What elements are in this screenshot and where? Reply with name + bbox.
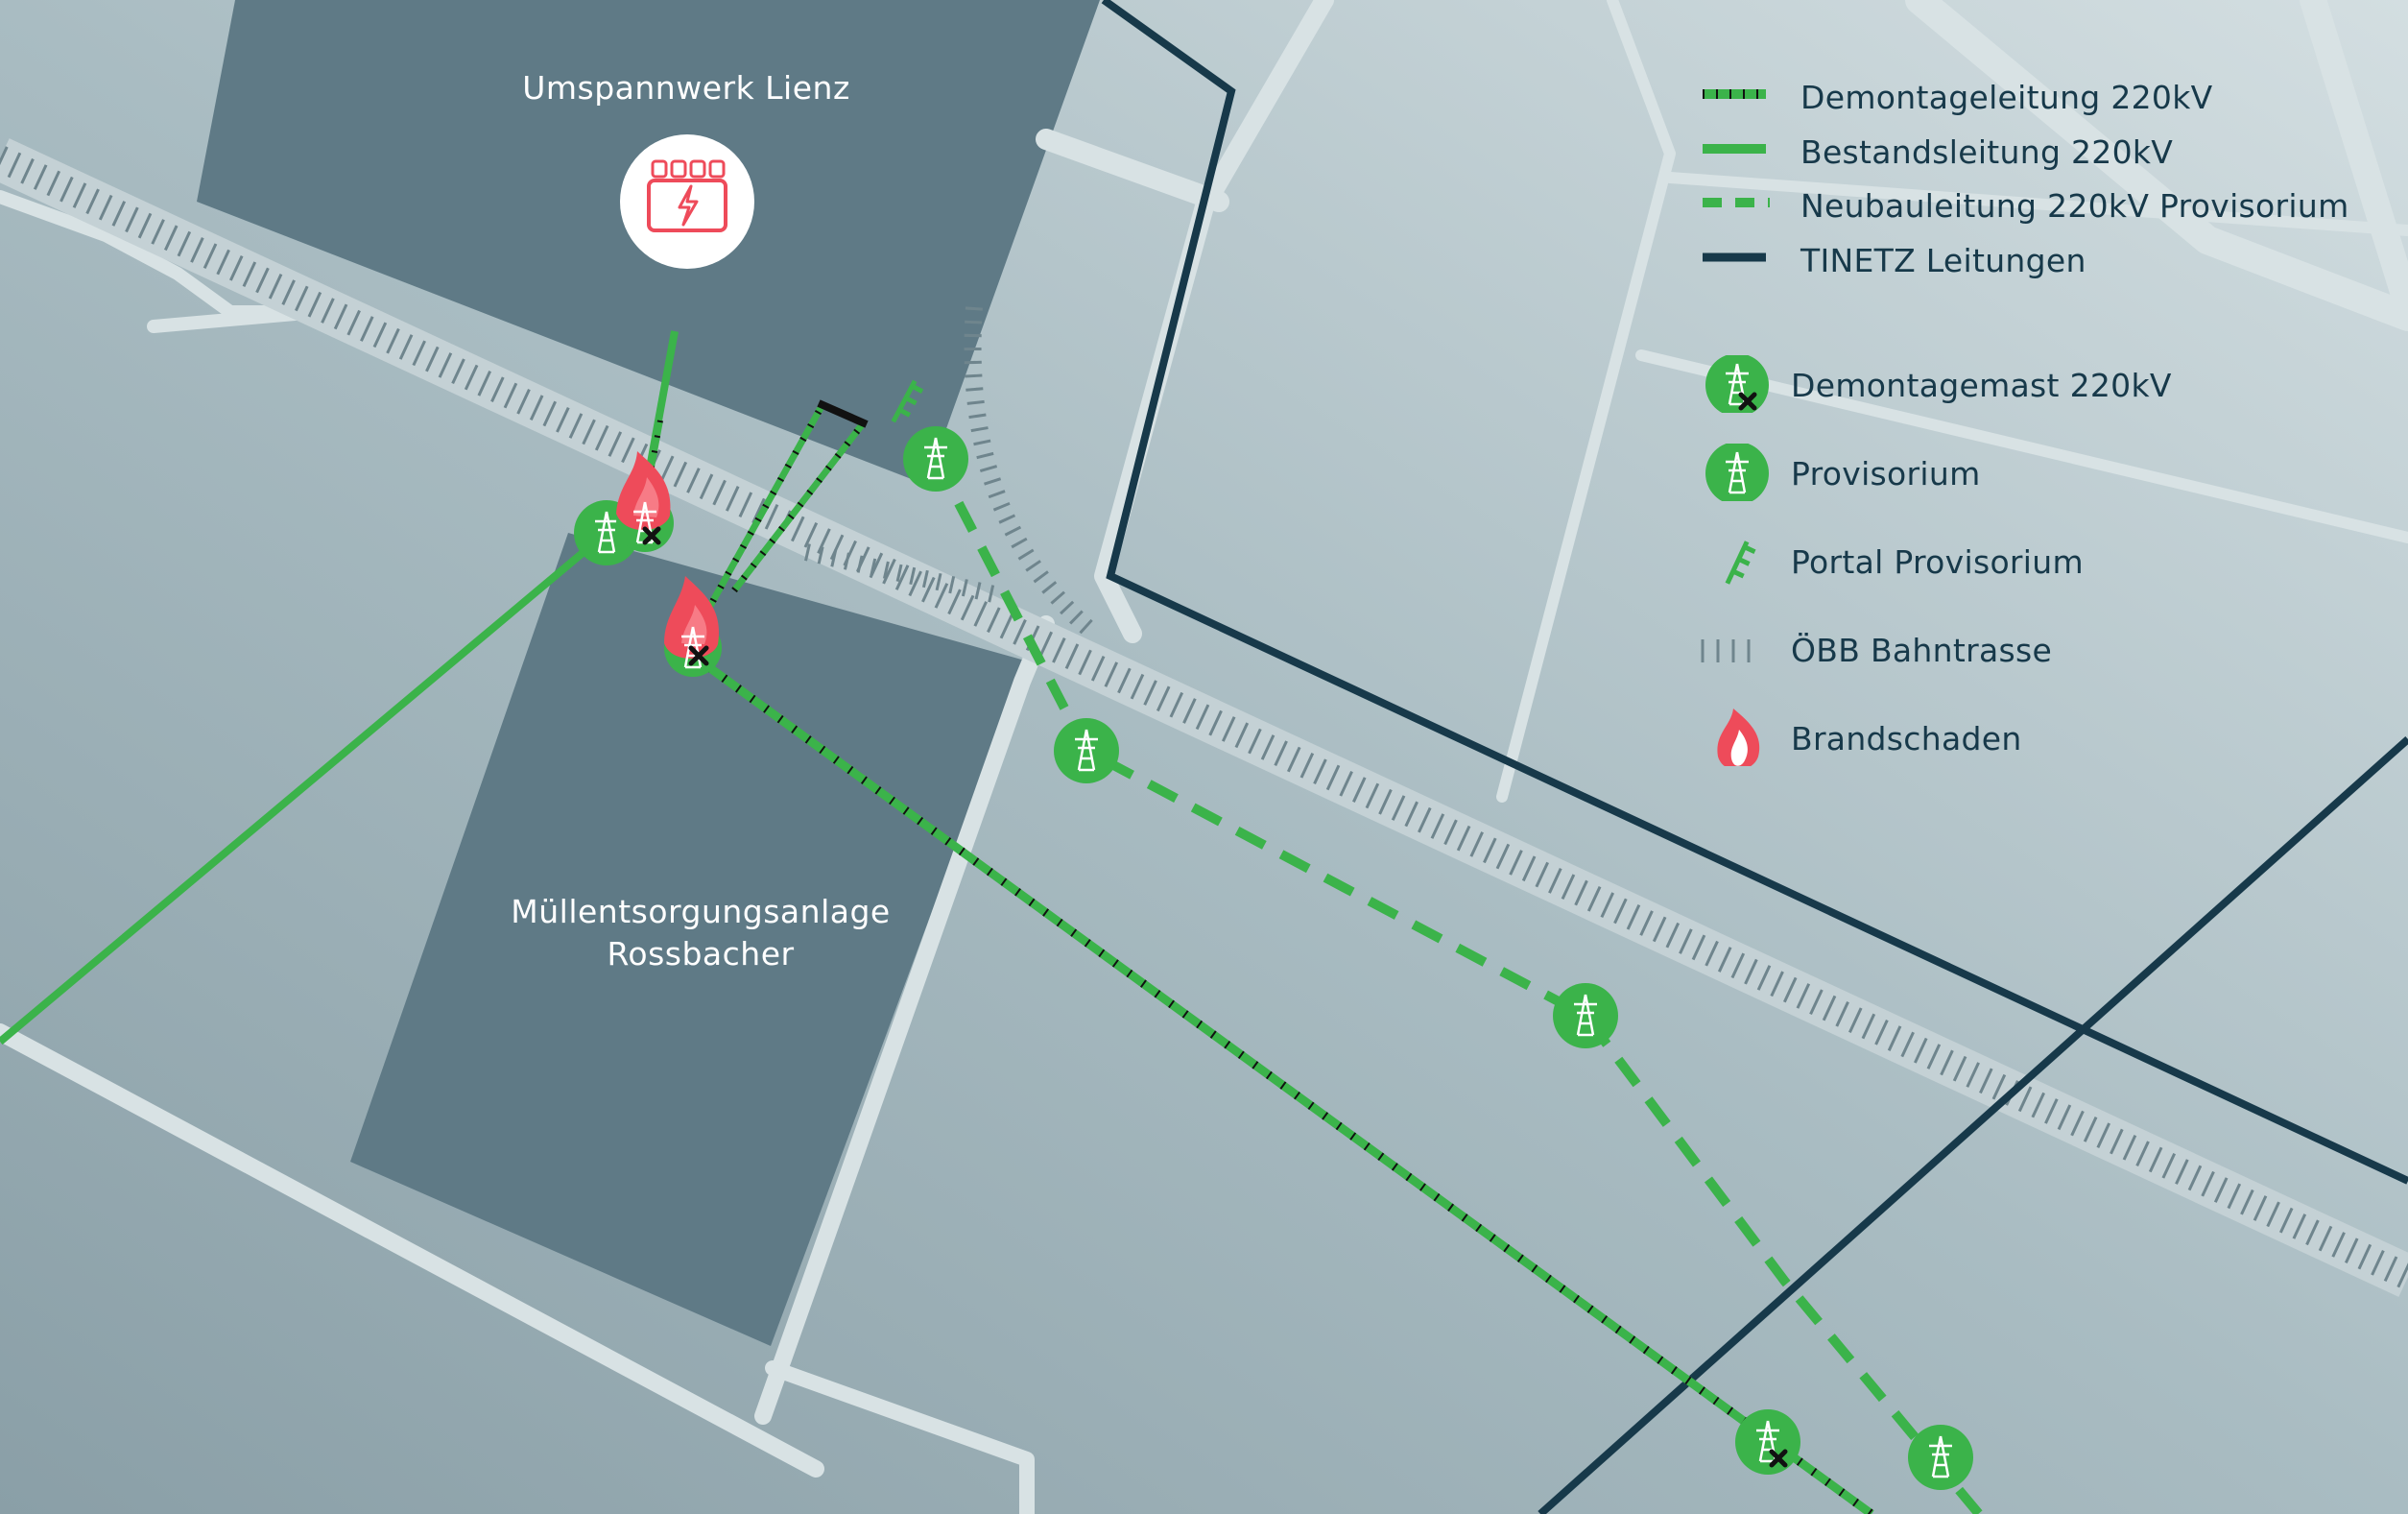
road	[1036, 129, 1229, 212]
road	[1496, 0, 1676, 803]
legend-label: Demontageleitung 220kV	[1800, 79, 2213, 116]
bestand-line-swatch	[1703, 144, 1766, 154]
demontage-mast	[664, 576, 722, 677]
provisorium-mast	[1908, 1425, 1973, 1490]
legend-item-portal: Portal Provisorium	[1699, 532, 2390, 599]
legend-item-demontage-mast: Demontagemast 220kV	[1699, 355, 2390, 422]
road	[2300, 0, 2408, 321]
provisorium-mast	[1553, 983, 1618, 1048]
pylon-x-icon	[1705, 355, 1769, 413]
legend-label: Brandschaden	[1791, 720, 2022, 757]
legend-label: Demontagemast 220kV	[1791, 367, 2172, 404]
bestand-line	[0, 529, 609, 1045]
pylon-icon	[1705, 444, 1769, 501]
legend-label: Provisorium	[1791, 455, 1981, 493]
tinetz-line-swatch	[1703, 252, 1766, 262]
legend-item-demontage-line: Demontageleitung 220kV	[1699, 67, 2390, 125]
tinetz-line	[1538, 736, 2408, 1514]
rail-ticks-icon	[1701, 639, 1751, 662]
road	[1905, 0, 2408, 331]
substation-label: Umspannwerk Lienz	[522, 69, 850, 107]
waste-plant-label-line2: Rossbacher	[607, 935, 795, 973]
legend-label: Neubauleitung 220kV Provisorium	[1800, 187, 2349, 225]
waste-plant-building	[350, 533, 1025, 1346]
portal-icon	[1725, 541, 1756, 585]
demontage-line-swatch	[1703, 89, 1766, 99]
legend-item-bestand-line: Bestandsleitung 220kV	[1699, 122, 2390, 180]
legend-label: TINETZ Leitungen	[1800, 242, 2086, 279]
legend-label: Bestandsleitung 220kV	[1800, 133, 2174, 171]
portal-icon	[891, 379, 924, 423]
rail-curve	[964, 306, 1100, 640]
demontage-line	[731, 420, 867, 593]
rail-siding	[804, 543, 1000, 604]
waste-plant-label-line1: Müllentsorgungsanlage	[511, 893, 891, 930]
rail-corridor	[0, 138, 2408, 1297]
legend-item-tinetz-line: TINETZ Leitungen	[1699, 230, 2390, 288]
road	[1664, 172, 2408, 236]
legend-label: ÖBB Bahntrasse	[1791, 632, 2053, 669]
road	[1635, 349, 2408, 543]
demontage-mast	[616, 451, 674, 552]
demontage-lines	[640, 406, 1874, 1514]
tinetz-line	[1101, 0, 2408, 1185]
demontage-line	[702, 406, 824, 616]
neubau-line-swatch	[1703, 198, 1770, 207]
fire-icon	[1717, 709, 1760, 766]
portal-black-bar	[817, 399, 869, 428]
legend-item-fire: Brandschaden	[1699, 709, 2390, 776]
legend-label: Portal Provisorium	[1791, 543, 2084, 581]
road	[0, 1023, 824, 1478]
demontage-mast	[1735, 1409, 1800, 1475]
provisorium-mast	[1054, 718, 1119, 783]
tinetz-lines	[1101, 0, 2408, 1514]
legend-item-rail: ÖBB Bahntrasse	[1699, 620, 2390, 687]
neubau-line	[931, 456, 1983, 1514]
waste-plant-label: Müllentsorgungsanlage Rossbacher	[451, 891, 950, 975]
legend-item-neubau-line: Neubauleitung 220kV Provisorium	[1699, 176, 2390, 233]
provisorium-mast	[903, 426, 968, 492]
road	[765, 1360, 1035, 1514]
legend-item-provisorium: Provisorium	[1699, 444, 2390, 511]
substation-icon	[620, 134, 754, 269]
